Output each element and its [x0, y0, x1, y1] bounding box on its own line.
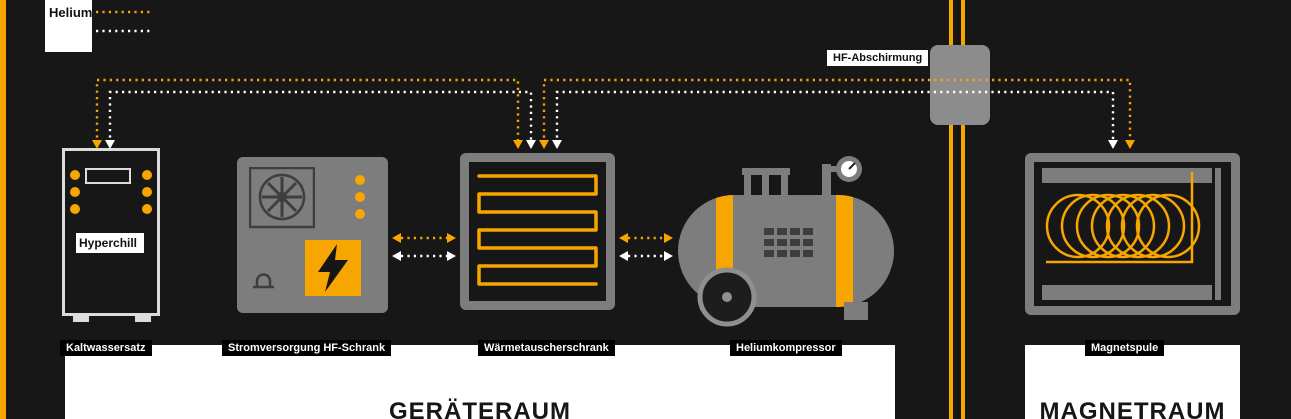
status-dot	[355, 175, 365, 185]
status-dot	[70, 187, 80, 197]
waermetauscher-unit	[460, 153, 615, 310]
magnetspule-unit	[1025, 153, 1240, 315]
lightning-icon	[318, 244, 348, 292]
pressure-gauge-icon	[822, 156, 862, 198]
room-title-magnetraum: MAGNETRAUM	[1039, 398, 1226, 419]
device-label-stromversorgung: Stromversorgung HF-Schrank	[222, 340, 392, 356]
device-label-waermetauscher: Wärmetauscherschrank	[478, 340, 615, 356]
heat-exchanger-window	[469, 162, 606, 301]
legend-swatches	[96, 10, 150, 33]
fan-icon	[249, 167, 315, 229]
wheel-icon	[697, 267, 757, 327]
shield-wall-line-outer	[949, 0, 953, 419]
room-geraeteraum: GERÄTERAUM	[65, 345, 895, 419]
shield-wall-line-inner	[961, 0, 965, 419]
compressor-icon	[678, 156, 894, 327]
status-dot	[70, 170, 80, 180]
psu-exchanger-arrows	[392, 233, 456, 261]
hf-abschirmung-label: HF-Abschirmung	[827, 50, 929, 66]
magnet-coil-icon	[1042, 168, 1221, 300]
vent-grille	[764, 228, 813, 257]
exchanger-compressor-arrows	[619, 233, 673, 261]
chiller-brand-badge: Hyperchill	[76, 233, 144, 253]
status-dot	[142, 187, 152, 197]
exchanger-magnet-lines	[539, 78, 1135, 149]
compressor-foot	[844, 302, 868, 320]
kaltwassersatz-unit: Hyperchill	[62, 148, 160, 322]
cooling-coil-icon	[477, 174, 598, 286]
status-dot	[355, 209, 365, 219]
device-label-kaltwassersatz: Kaltwassersatz	[60, 340, 152, 356]
device-label-heliumkompressor: Heliumkompressor	[730, 340, 842, 356]
legend: Helium	[45, 0, 92, 52]
socket-icon	[253, 273, 274, 289]
chiller-foot	[73, 313, 89, 322]
chiller-exchanger-lines	[92, 78, 536, 149]
status-dot	[70, 204, 80, 214]
room-magnetraum: MAGNETRAUM	[1025, 345, 1240, 419]
status-dot	[142, 204, 152, 214]
chiller-display	[85, 168, 131, 184]
room-title-geraeteraum: GERÄTERAUM	[389, 398, 571, 419]
left-wall-line	[0, 0, 6, 419]
wall-feedthrough-panel	[930, 45, 990, 125]
stromversorgung-unit	[237, 157, 388, 313]
status-dot	[355, 192, 365, 202]
chiller-foot	[135, 313, 151, 322]
legend-label-helium: Helium	[49, 5, 92, 20]
status-dot	[142, 170, 152, 180]
device-label-magnetspule: Magnetspule	[1085, 340, 1165, 356]
high-voltage-sign	[305, 240, 361, 296]
heliumkompressor-unit	[672, 150, 900, 330]
magnet-window	[1034, 162, 1231, 306]
